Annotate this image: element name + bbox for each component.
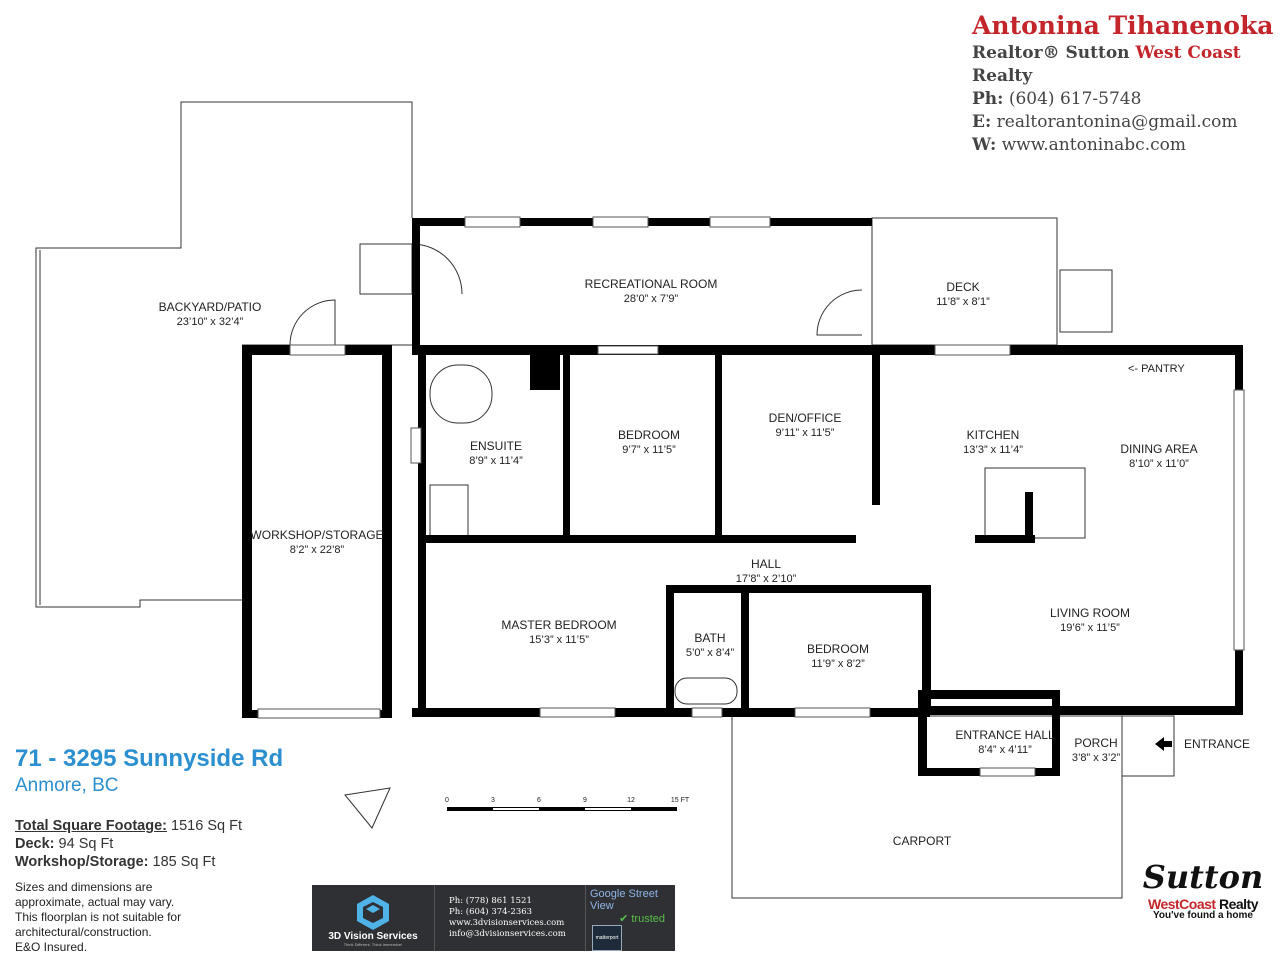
disclaimer-line: approximate, actual may vary. [15, 895, 175, 909]
trusted-badge: trusted [631, 913, 665, 925]
vendor-website[interactable]: www.3dvisionservices.com [449, 918, 565, 928]
scale-tick: 12 [627, 797, 635, 804]
north-arrow [344, 787, 391, 829]
walls [242, 218, 1243, 776]
sutton-logo: Sutton WestCoast Realty You've found a h… [1138, 858, 1268, 921]
agent-brand: West Coast [1135, 43, 1241, 63]
agent-title-suffix: Realty [972, 66, 1033, 86]
scale-tick: 0 [445, 797, 449, 804]
brand-westcoast: WestCoast [1147, 896, 1216, 912]
brand-realty: Realty [1215, 896, 1259, 912]
email-label: E: [972, 112, 992, 132]
property-address: 71 - 3295 Sunnyside Rd Anmore, BC [15, 745, 283, 797]
entrance-arrow-icon [1155, 737, 1172, 751]
disclaimer-line: E&O Insured. [15, 940, 88, 954]
stairs [359, 243, 413, 295]
room-carport: CARPORT [892, 834, 952, 848]
vendor-phone: Ph: (604) 374-2363 [449, 907, 533, 917]
porch-stairs [1121, 715, 1175, 777]
scale-tick: 3 [491, 797, 495, 804]
agent-website[interactable]: www.antoninabc.com [1001, 135, 1186, 155]
stat-value: 185 Sq Ft [152, 854, 216, 870]
entrance-label: ENTRANCE [1184, 737, 1251, 751]
agent-phone: (604) 617-5748 [1008, 89, 1142, 109]
disclaimer: Sizes and dimensions are approximate, ac… [15, 880, 181, 955]
agent-title: Realtor® Sutton [972, 43, 1136, 63]
cube-logo-icon [357, 895, 389, 930]
sutton-wordmark: Sutton [1142, 858, 1264, 896]
disclaimer-line: architectural/construction. [15, 925, 152, 939]
area-stats: Total Square Footage: 1516 Sq Ft Deck: 9… [15, 817, 242, 871]
vendor-email[interactable]: info@3dvisionservices.com [449, 929, 566, 939]
matterport-badge: matterport [592, 925, 622, 951]
street: 71 - 3295 Sunnyside Rd [15, 745, 284, 772]
agent-info: Antonina Tihanenoka Realtor® Sutton West… [972, 10, 1280, 157]
disclaimer-line: Sizes and dimensions are [15, 880, 153, 894]
scale-tick: 15 FT [670, 797, 690, 804]
stat-label: Total Square Footage: [15, 818, 167, 834]
stat-value: 1516 Sq Ft [171, 818, 242, 834]
disclaimer-line: This floorplan is not suitable for [15, 910, 182, 924]
vendor-slogan: Think Different. Think Immersive! [343, 942, 403, 947]
city: Anmore, BC [15, 775, 119, 796]
vendor-phone: Ph: (778) 861 1521 [449, 896, 532, 906]
scale-bar [447, 807, 677, 811]
stat-label: Deck: [15, 836, 55, 852]
pantry-label: <- PANTRY [1128, 363, 1185, 375]
backyard-outline [35, 101, 413, 608]
phone-label: Ph: [972, 89, 1004, 109]
web-label: W: [972, 135, 997, 155]
agent-email[interactable]: realtorantonina@gmail.com [996, 112, 1238, 132]
brokerage-tagline: You've found a home [1153, 910, 1253, 921]
stat-label: Workshop/Storage: [15, 854, 149, 870]
vendor-banner: 3D Vision Services Think Different. Thin… [312, 885, 675, 951]
deck-stairs [1059, 269, 1113, 333]
google-street-view-badge: Google Street View [590, 888, 658, 912]
stat-value: 94 Sq Ft [58, 836, 114, 852]
scale-tick: 9 [583, 797, 587, 804]
agent-name: Antonina Tihanenoka [972, 11, 1274, 40]
scale-tick: 6 [537, 797, 541, 804]
vendor-name: 3D Vision Services [328, 931, 418, 942]
